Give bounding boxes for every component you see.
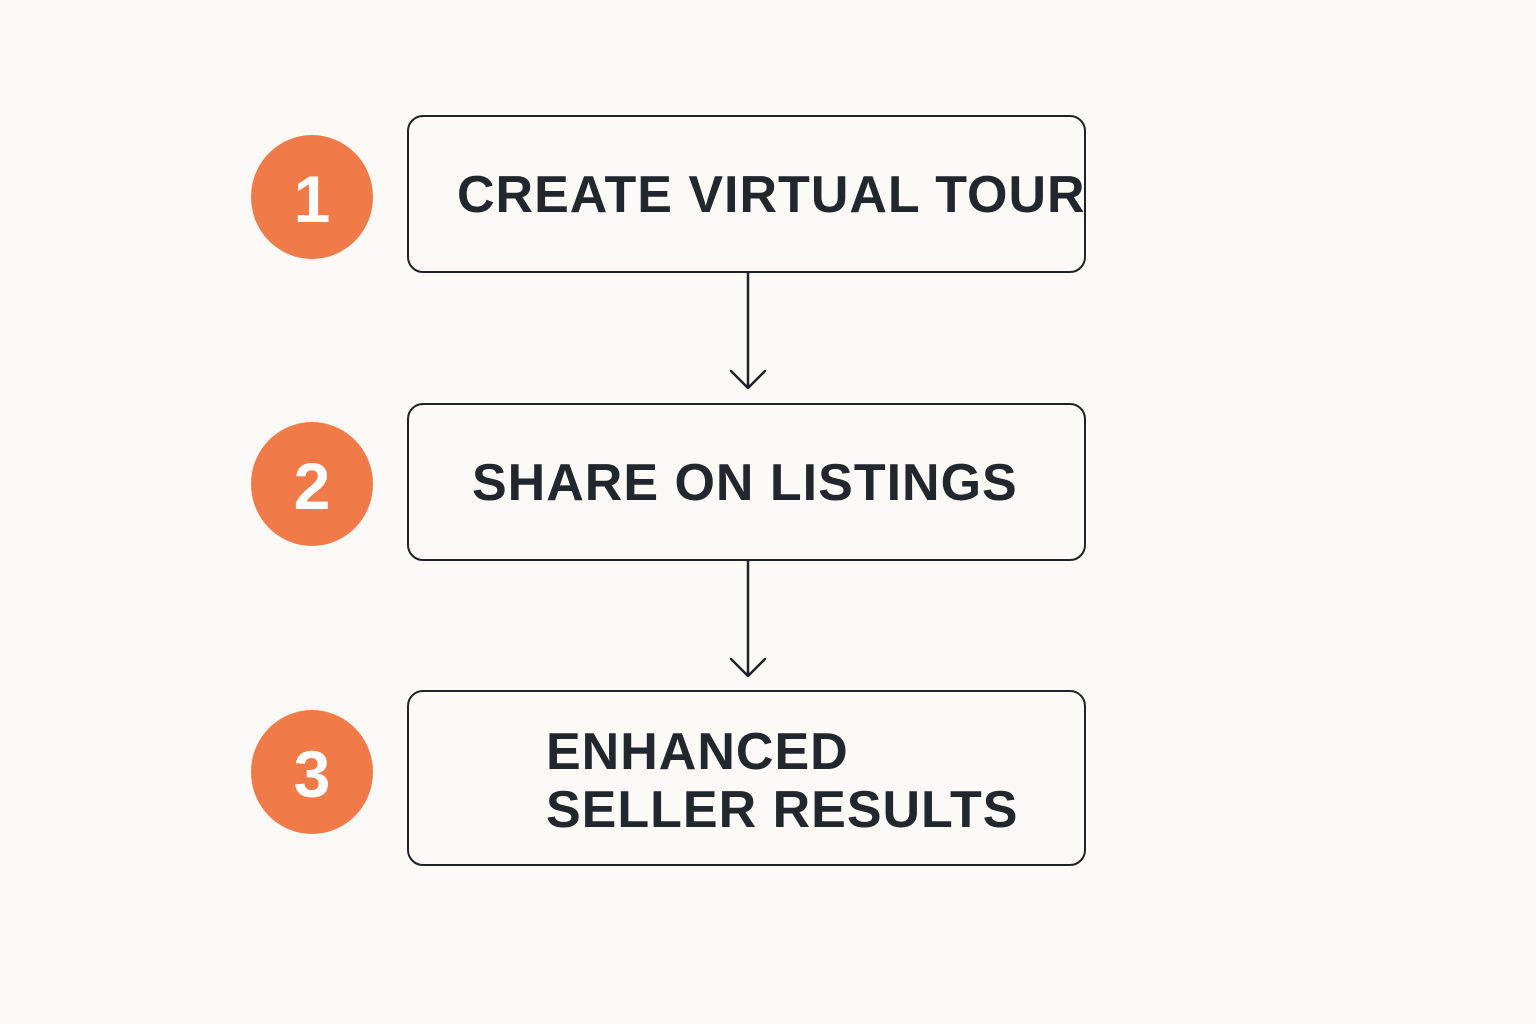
step-1-box (407, 115, 1086, 273)
step-2-number: 2 (293, 449, 331, 523)
step-1-number-badge: 1 (251, 135, 373, 259)
step-1-label-line-1: CREATE VIRTUAL TOUR (457, 166, 1086, 224)
step-3-number-badge: 3 (251, 710, 373, 834)
step-2-number-badge: 2 (251, 422, 373, 546)
step-2-label-line-1: SHARE ON LISTINGS (472, 454, 1018, 512)
step-2-label: SHARE ON LISTINGS (472, 454, 1018, 512)
arrowhead-1-2 (729, 369, 767, 390)
step-3-label-line-1: ENHANCED (546, 723, 849, 781)
arrow-down-icon (729, 561, 767, 678)
step-1-label: CREATE VIRTUAL TOUR (457, 166, 1086, 224)
step-3-box (407, 690, 1086, 866)
step-3-label-line-2: SELLER RESULTS (546, 781, 1019, 839)
step-1-number: 1 (293, 162, 331, 236)
step-3-label: ENHANCED SELLER RESULTS (546, 723, 1018, 839)
arrowhead-2-3 (729, 657, 767, 678)
step-3-number: 3 (293, 737, 331, 811)
step-2-box (407, 403, 1086, 561)
arrow-down-icon (729, 273, 767, 390)
